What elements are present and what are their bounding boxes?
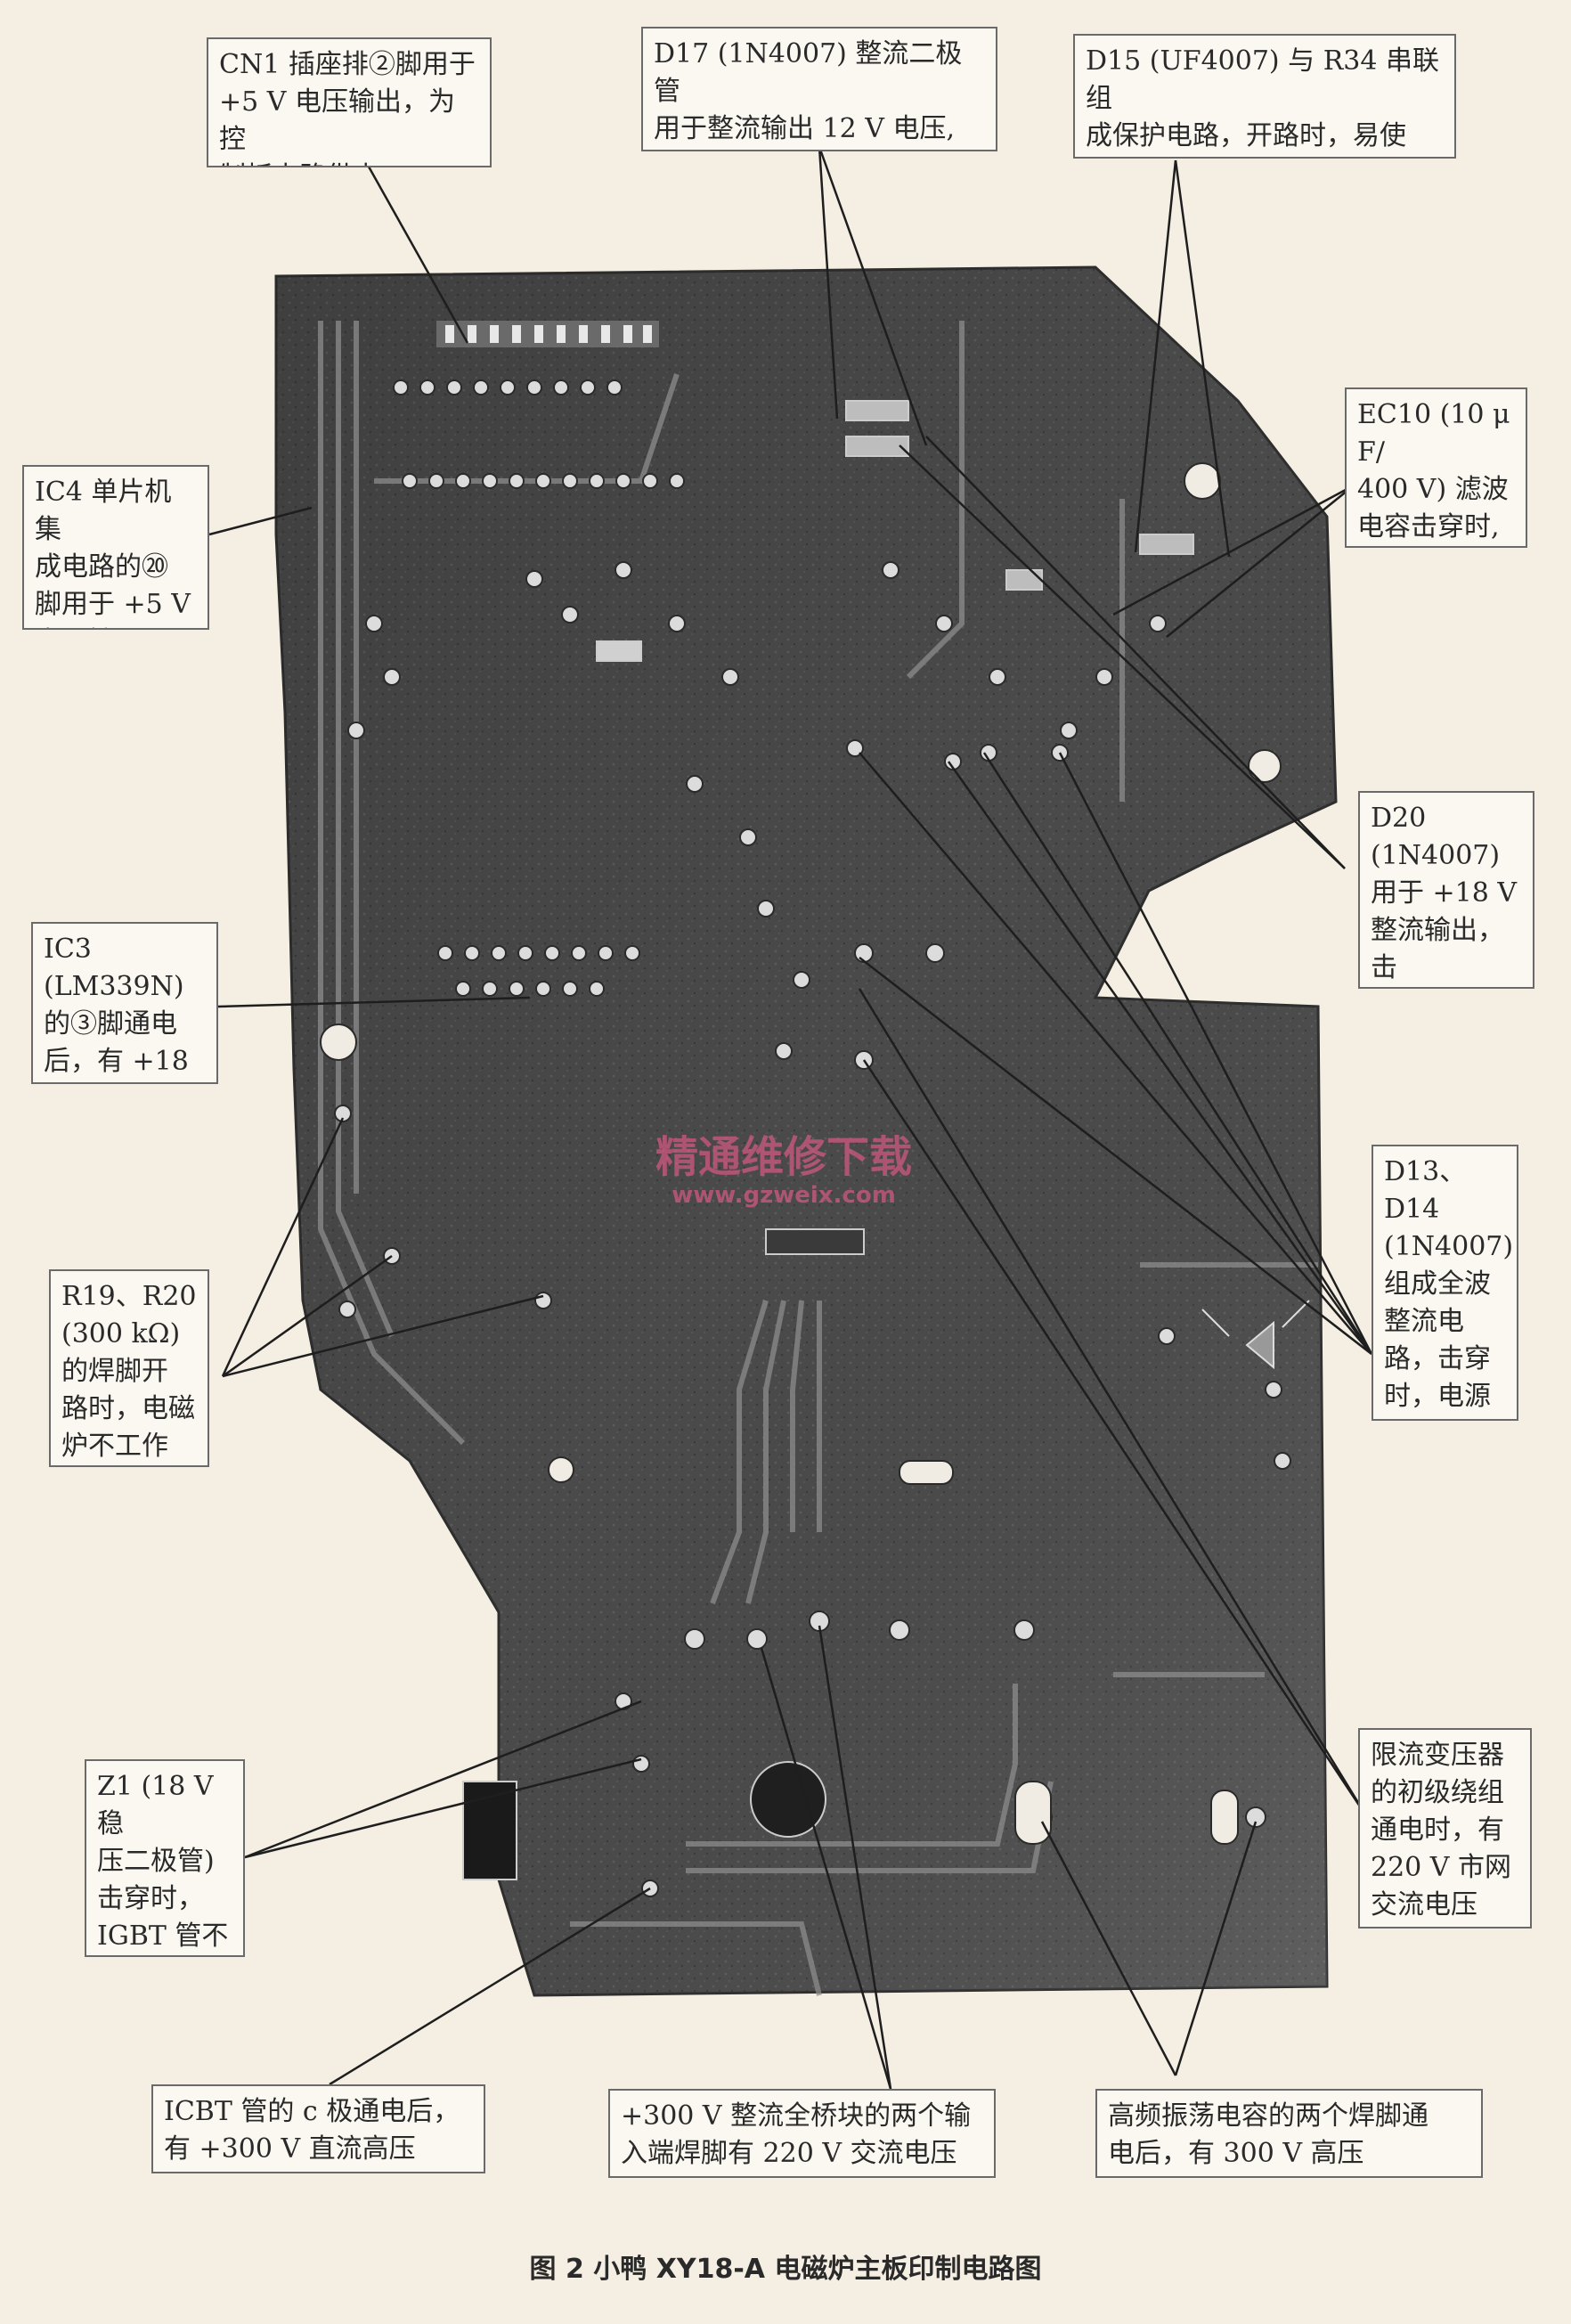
leader-lines (208, 146, 1373, 2090)
connector-pins (436, 321, 659, 347)
callout-ic4: IC4 单片机集 成电路的⑳ 脚用于 +5 V 电压输入 (22, 465, 209, 630)
watermark-url: www.gzweix.com (672, 1182, 896, 1209)
callout-transformer: 限流变压器 的初级绕组 通电时，有 220 V 市网 交流电压 (1358, 1728, 1532, 1929)
callout-r19-r20: R19、R20 (300 kΩ) 的焊脚开 路时，电磁 炉不工作 (49, 1269, 209, 1467)
callout-z1: Z1 (18 V 稳 压二极管) 击穿时， IGBT 管不 工作 (85, 1759, 245, 1957)
callout-d20: D20 (1N4007) 用于 +18 V 整流输出，击 穿时，风扇不 转动，不… (1358, 791, 1534, 989)
component-shapes (462, 400, 1310, 1880)
solder-pads (334, 379, 1291, 1897)
callout-cn1: CN1 插座排②脚用于 +5 V 电压输出，为控 制板电路供电 (207, 37, 492, 167)
callout-capacitor: 高频振荡电容的两个焊脚通 电后，有 300 V 高压 (1095, 2089, 1483, 2178)
callout-d17: D17 (1N4007) 整流二极管 用于整流输出 12 V 电压, 为 +5 … (641, 27, 997, 151)
callout-ec10: EC10 (10 μ F/ 400 V) 滤波 电容击穿时, 电磁炉无电 (1345, 387, 1527, 548)
callout-bridge: +300 V 整流全桥块的两个输 入端焊脚有 220 V 交流电压 (608, 2089, 996, 2178)
board-holes (320, 462, 1282, 1845)
callout-d15: D15 (UF4007) 与 R34 串联组 成保护电路，开路时，易使 IC1 … (1073, 34, 1456, 159)
callout-ic3: IC3 (LM339N) 的③脚通电 后，有 +18 V 电压 (31, 922, 218, 1084)
watermark-text: 精通维修下载 (655, 1132, 912, 1182)
callout-d13-d14: D13、D14 (1N4007) 组成全波 整流电 路，击穿 时，电源 熔丝烧断 (1372, 1145, 1518, 1421)
callout-igbt: ICBT 管的 c 极通电后， 有 +300 V 直流高压 (151, 2084, 485, 2173)
figure-caption: 图 2 小鸭 XY18-A 电磁炉主板印制电路图 (529, 2254, 1042, 2285)
